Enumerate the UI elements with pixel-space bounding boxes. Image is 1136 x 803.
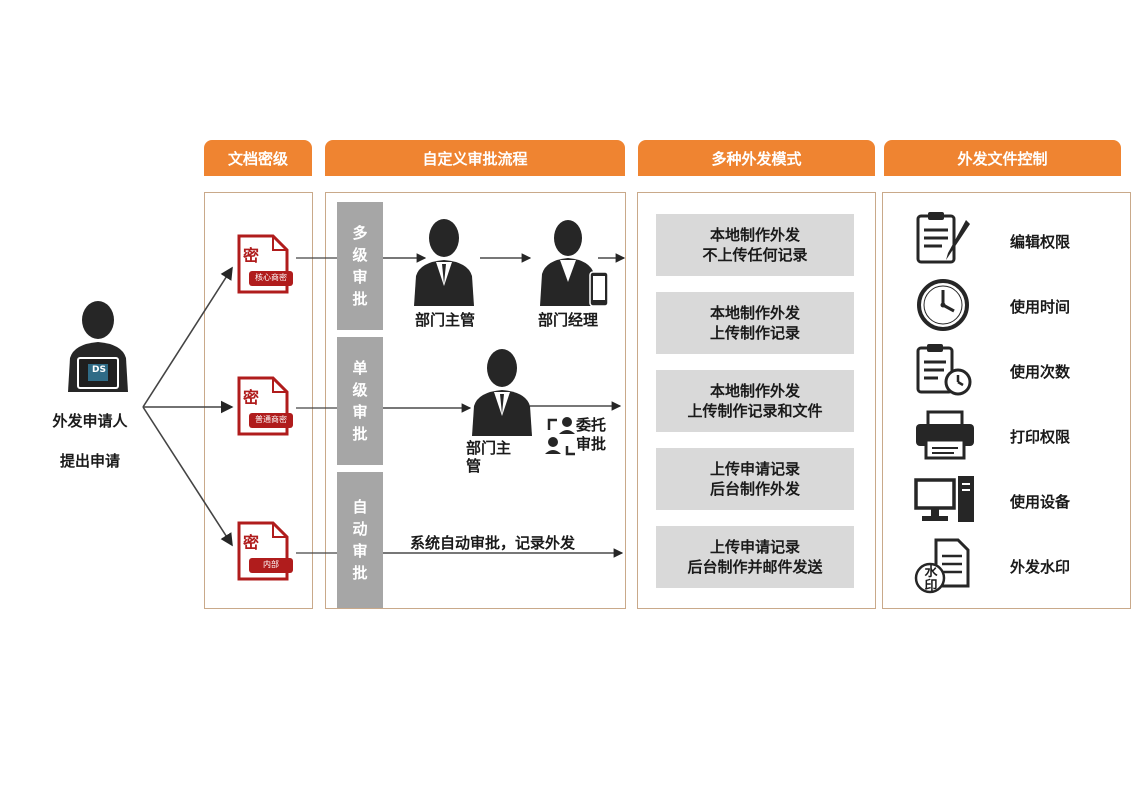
flow-label-auto: 自 动 审 批 [337,472,383,608]
doc-stamp: 密 [243,246,260,265]
mode-line: 后台制作并邮件发送 [687,558,823,576]
control-label-count: 使用次数 [1010,363,1071,381]
header-custom-flow-text: 自定义审批流程 [422,149,528,168]
applicant-laptop-user-icon [68,301,128,392]
arrow-to-doc-internal [142,406,233,547]
header-file-control: 外发文件控制 [884,140,1121,176]
flow-label-multi-char: 多 [352,224,368,242]
delegate-label-line: 审批 [576,435,607,453]
single-step1-label-line: 部门主 [466,439,512,457]
header-modes: 多种外发模式 [638,140,875,176]
doc-internal: 密 内部 [235,521,295,583]
mode-line: 本地制作外发 [709,382,800,400]
flow-label-single-char: 审 [352,403,368,421]
doc-stamp: 密 [243,533,260,552]
mode-line: 上传申请记录 [709,538,800,556]
flow-label-multi: 多 级 审 批 [337,202,383,330]
mode-box: 本地制作外发 不上传任何记录 [656,214,854,276]
manager-person-icon [414,219,474,306]
flow-label-single-char: 单 [352,359,368,377]
desktop-computer-icon [914,476,974,522]
doc-tag: 核心商密 [255,273,287,282]
delegate-label-line: 委托 [576,416,607,434]
mode-line: 上传申请记录 [709,460,800,478]
header-doc-level: 文档密级 [204,140,312,176]
flow-label-auto-char: 审 [352,542,368,560]
mode-line: 上传制作记录和文件 [687,402,823,420]
classified-document-icon [237,376,293,436]
doc-normal-secret: 密 普通商密 [235,376,295,438]
flow-label-multi-char: 审 [352,268,368,286]
watermark-badge-text: 水 印 [918,566,944,594]
watermark-badge-line: 印 [924,579,938,594]
clock-icon [917,279,969,331]
doc-tag: 内部 [263,560,279,569]
arrow-to-doc-core [142,266,233,408]
flow-label-auto-char: 批 [352,564,368,582]
clipboard-timer-icon [916,344,972,396]
doc-stamp: 密 [243,388,260,407]
mode-line: 本地制作外发 [709,226,800,244]
manager-with-phone-icon [540,220,609,307]
mode-box: 本地制作外发 上传制作记录和文件 [656,370,854,432]
control-label-watermark: 外发水印 [1010,558,1071,576]
flow-label-auto-char: 自 [352,498,368,516]
control-label-edit: 编辑权限 [1010,233,1071,251]
flow-label-multi-char: 批 [352,290,368,308]
mode-line: 本地制作外发 [709,304,800,322]
control-label-print: 打印权限 [1010,428,1071,446]
header-doc-level-text: 文档密级 [227,149,288,168]
classified-document-icon [237,521,293,581]
single-step1-label: 部门主 管 [466,439,526,475]
header-file-control-text: 外发文件控制 [957,149,1048,168]
control-label-device: 使用设备 [1010,493,1071,511]
mode-box: 上传申请记录 后台制作外发 [656,448,854,510]
clipboard-pen-icon [916,212,970,264]
mode-box: 上传申请记录 后台制作并邮件发送 [656,526,854,588]
manager-person-icon [472,349,532,436]
watermark-badge-line: 水 [924,565,938,580]
mode-line: 不上传任何记录 [702,246,808,264]
mode-box: 本地制作外发 上传制作记录 [656,292,854,354]
applicant-sublabel: 提出申请 [59,452,120,470]
auto-approval-text: 系统自动审批，记录外发 [410,534,576,552]
single-step1-label-line: 管 [466,457,482,475]
flow-label-single-char: 批 [352,425,368,443]
flow-label-single-char: 级 [352,381,368,399]
mode-line: 后台制作外发 [709,480,800,498]
flow-label-auto-char: 动 [352,520,368,538]
watermark-document-icon [914,538,970,594]
printer-icon [916,410,974,460]
doc-tag: 普通商密 [255,415,287,424]
flow-label-multi-char: 级 [352,246,368,264]
header-custom-flow: 自定义审批流程 [325,140,625,176]
multi-step2-label: 部门经理 [537,311,598,329]
flow-label-single: 单 级 审 批 [337,337,383,465]
header-modes-text: 多种外发模式 [711,149,802,168]
multi-step1-label: 部门主管 [414,311,475,329]
control-label-time: 使用时间 [1010,298,1071,316]
laptop-logo: DS [92,365,106,375]
delegate-label: 委托 审批 [576,416,606,454]
mode-line: 上传制作记录 [709,324,800,342]
applicant-label: 外发申请人 [52,412,128,430]
doc-core-secret: 密 核心商密 [235,234,295,296]
delegate-transfer-icon [545,417,575,456]
classified-document-icon [237,234,293,294]
